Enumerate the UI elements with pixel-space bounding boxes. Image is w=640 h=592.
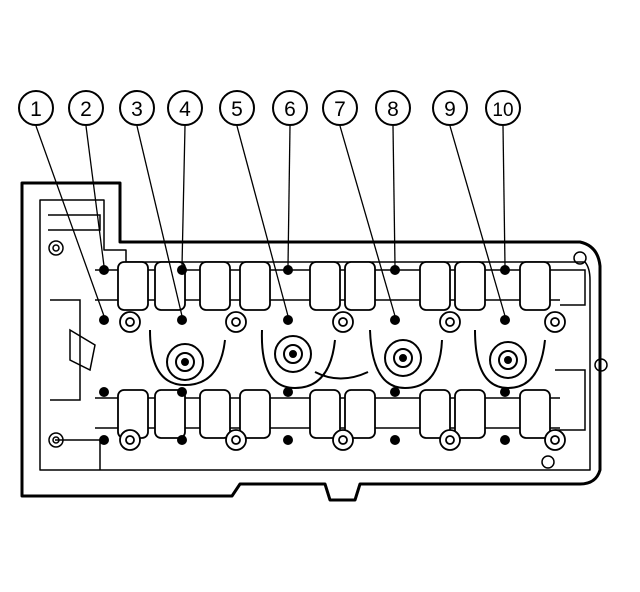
callout-6-label: 6	[284, 98, 296, 121]
head-left-end	[48, 214, 101, 470]
callout-7-label: 7	[334, 98, 346, 121]
callout-3: 3	[119, 90, 155, 126]
callout-8-label: 8	[387, 98, 399, 121]
callout-4: 4	[167, 90, 203, 126]
cam-lobes-lower	[117, 389, 551, 439]
callout-4-label: 4	[179, 98, 191, 121]
callout-7: 7	[322, 90, 358, 126]
callout-1: 1	[18, 90, 54, 126]
callout-5: 5	[219, 90, 255, 126]
cylinder-head-outline	[20, 181, 602, 502]
callout-2-label: 2	[80, 98, 92, 121]
callouts: 1 2 3 4 5 6 7 8	[18, 90, 521, 126]
spark-plug-bores	[149, 329, 546, 390]
head-bolt-markers	[99, 265, 510, 445]
callout-3-label: 3	[131, 98, 143, 121]
callout-2: 2	[68, 90, 104, 126]
camshaft-cap-bolts	[119, 311, 566, 451]
callout-8: 8	[375, 90, 411, 126]
callout-6: 6	[272, 90, 308, 126]
callout-10: 10	[485, 90, 521, 126]
callout-leader-lines	[35, 125, 506, 317]
callout-1-label: 1	[30, 98, 42, 121]
cam-lobes-upper	[117, 261, 551, 311]
callout-9-label: 9	[444, 98, 456, 121]
head-right-end	[541, 251, 608, 469]
callout-9: 9	[432, 90, 468, 126]
callout-5-label: 5	[231, 98, 243, 121]
callout-10-label: 10	[492, 100, 513, 121]
